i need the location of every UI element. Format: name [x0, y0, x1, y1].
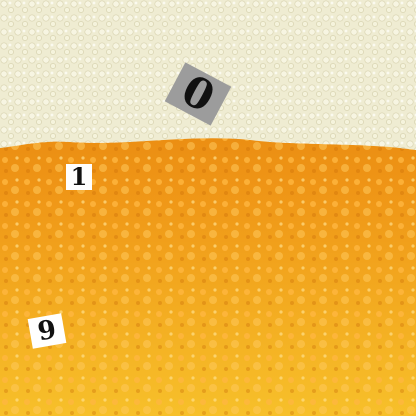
digit-tile-9: 9: [27, 313, 67, 349]
digit-tile-1: 1: [66, 164, 92, 190]
